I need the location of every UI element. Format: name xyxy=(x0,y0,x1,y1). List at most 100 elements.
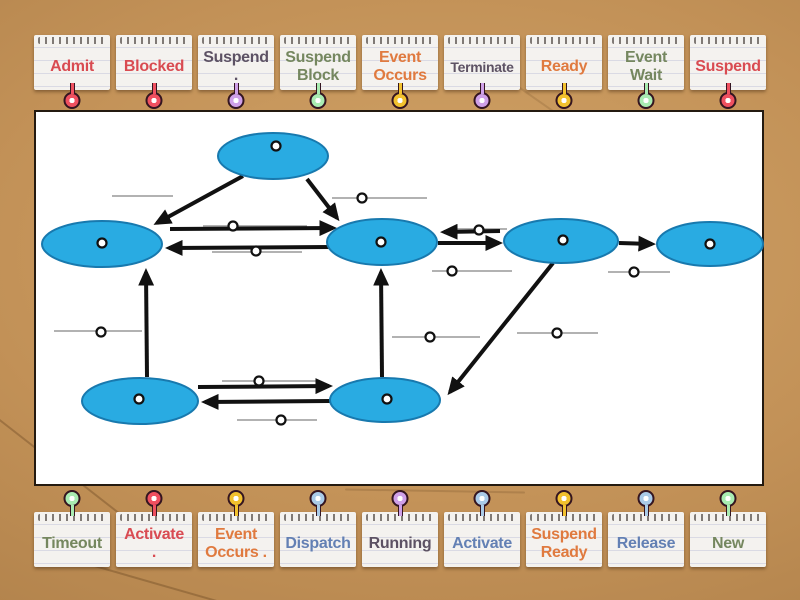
answer-dot[interactable] xyxy=(557,234,569,246)
answer-dot[interactable] xyxy=(95,326,107,338)
label-cell: Blocked xyxy=(116,35,192,109)
tray-card-ready[interactable]: Ready xyxy=(526,35,602,90)
label-cell: Activate xyxy=(444,490,520,567)
tray-card-timeout[interactable]: Timeout xyxy=(34,512,110,567)
tray-card-label: Release xyxy=(616,534,676,552)
answer-dot[interactable] xyxy=(227,220,239,232)
tray-card-label: Blocked xyxy=(123,57,185,75)
pin-icon xyxy=(555,490,573,507)
tray-card-admit[interactable]: Admit xyxy=(34,35,110,90)
tray-card-label: Terminate xyxy=(450,58,514,75)
label-cell: Terminate xyxy=(444,35,520,109)
tray-card-label: Event Wait xyxy=(624,48,668,84)
pin-icon xyxy=(309,490,327,507)
tray-card-label: Admit xyxy=(50,57,94,75)
tray-card-label: Suspend xyxy=(695,57,761,75)
answer-dot[interactable] xyxy=(551,327,563,339)
tray-card-label: Suspend Block xyxy=(285,48,351,84)
answer-dot[interactable] xyxy=(270,140,282,152)
tray-card-suspend[interactable]: Suspend . xyxy=(198,35,274,90)
tray-card-activate[interactable]: Activate . xyxy=(116,512,192,567)
pin-icon xyxy=(227,92,245,109)
transition-arrow xyxy=(165,239,331,256)
tray-card-label: Activate . xyxy=(124,525,184,561)
pin-icon xyxy=(391,92,409,109)
tray-card-suspend-block[interactable]: Suspend Block xyxy=(280,35,356,90)
pin-icon xyxy=(63,490,81,507)
tray-card-label: Suspend . xyxy=(203,48,269,84)
answer-dot[interactable] xyxy=(356,192,368,204)
answer-dot[interactable] xyxy=(628,266,640,278)
transition-arrow xyxy=(153,174,244,225)
pin-icon xyxy=(227,490,245,507)
state-node xyxy=(217,132,329,180)
answer-dot[interactable] xyxy=(275,414,287,426)
tray-card-terminate[interactable]: Terminate xyxy=(444,35,520,90)
answer-dot[interactable] xyxy=(446,265,458,277)
answer-dot[interactable] xyxy=(704,238,716,250)
tray-card-label: Suspend Ready xyxy=(531,525,597,561)
tray-card-label: Ready xyxy=(540,57,588,75)
pin-icon xyxy=(145,490,163,507)
transition-arrow xyxy=(169,220,337,237)
label-cell: Event Wait xyxy=(608,35,684,109)
answer-dot[interactable] xyxy=(424,331,436,343)
pin-icon xyxy=(145,92,163,109)
tray-card-release[interactable]: Release xyxy=(608,512,684,567)
label-tray-top: Admit Blocked Suspend . Suspend Block Event … xyxy=(34,35,766,109)
tray-card-running[interactable]: Running xyxy=(362,512,438,567)
tray-card-event-wait[interactable]: Event Wait xyxy=(608,35,684,90)
pin-icon xyxy=(391,490,409,507)
tray-card-new[interactable]: New xyxy=(690,512,766,567)
tray-card-label: Running xyxy=(368,534,432,552)
answer-dot[interactable] xyxy=(253,375,265,387)
pin-icon xyxy=(637,92,655,109)
label-cell: Suspend . xyxy=(198,35,274,109)
state-diagram-svg xyxy=(41,132,764,426)
tray-card-activate[interactable]: Activate xyxy=(444,512,520,567)
label-cell: New xyxy=(690,490,766,567)
answer-dot[interactable] xyxy=(473,224,485,236)
label-cell: Timeout xyxy=(34,490,110,567)
label-cell: Release xyxy=(608,490,684,567)
answer-dot[interactable] xyxy=(375,236,387,248)
label-cell: Admit xyxy=(34,35,110,109)
pin-icon xyxy=(309,92,327,109)
label-cell: Dispatch xyxy=(280,490,356,567)
tray-card-label: New xyxy=(712,534,744,552)
tray-card-suspend[interactable]: Suspend xyxy=(690,35,766,90)
tray-card-dispatch[interactable]: Dispatch xyxy=(280,512,356,567)
tray-card-label: Dispatch xyxy=(285,534,351,552)
answer-dot[interactable] xyxy=(250,245,262,257)
transition-arrow xyxy=(305,177,340,222)
label-tray-bottom: Timeout Activate . Event Occurs . Dispatch R… xyxy=(34,490,766,567)
answer-dot[interactable] xyxy=(133,393,145,405)
label-cell: Suspend Ready xyxy=(526,490,602,567)
tray-card-suspend-ready[interactable]: Suspend Ready xyxy=(526,512,602,567)
label-cell: Suspend Block xyxy=(280,35,356,109)
transition-arrow xyxy=(138,268,155,378)
tray-card-label: Event Occurs xyxy=(373,48,427,84)
tray-card-label: Timeout xyxy=(42,534,102,552)
pin-icon xyxy=(719,490,737,507)
label-cell: Event Occurs . xyxy=(198,490,274,567)
transition-arrow xyxy=(373,268,390,378)
pin-icon xyxy=(473,92,491,109)
tray-card-event-occurs[interactable]: Event Occurs xyxy=(362,35,438,90)
label-cell: Suspend xyxy=(690,35,766,109)
transition-arrow xyxy=(201,393,331,410)
answer-dot[interactable] xyxy=(96,237,108,249)
label-cell: Ready xyxy=(526,35,602,109)
pin-icon xyxy=(637,490,655,507)
tray-card-label: Event Occurs . xyxy=(205,525,267,561)
pin-icon xyxy=(555,92,573,109)
answer-dot[interactable] xyxy=(381,393,393,405)
pin-icon xyxy=(719,92,737,109)
tray-card-label: Activate xyxy=(452,534,512,552)
tray-card-blocked[interactable]: Blocked xyxy=(116,35,192,90)
tray-card-event-occurs[interactable]: Event Occurs . xyxy=(198,512,274,567)
pin-icon xyxy=(473,490,491,507)
transition-arrow xyxy=(440,223,501,240)
wood-crack xyxy=(344,488,526,494)
